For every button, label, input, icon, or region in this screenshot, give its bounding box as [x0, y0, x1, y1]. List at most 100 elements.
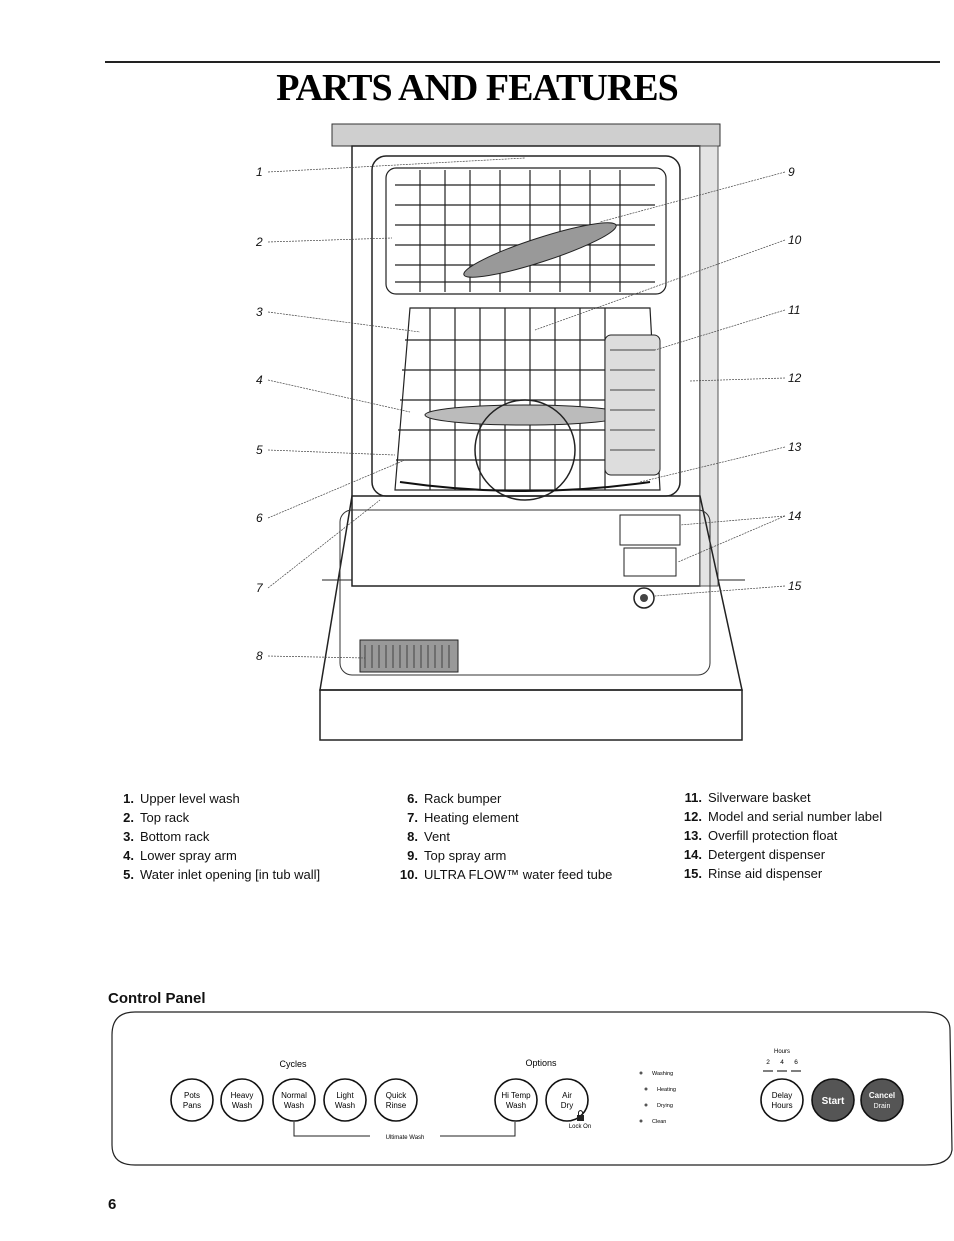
detergent-cup-2 [623, 547, 677, 577]
list-item: 1.Upper level wash [123, 791, 240, 806]
light-wash-button[interactable]: Light Wash [323, 1078, 367, 1122]
callout-12: 12 [788, 371, 802, 385]
svg-text:Normal: Normal [281, 1091, 307, 1100]
options-label: Options [525, 1058, 557, 1068]
heating-element [399, 481, 651, 492]
list-item: 4.Lower spray arm [123, 848, 237, 863]
normal-wash-button[interactable]: Normal Wash [272, 1078, 316, 1122]
vent [359, 639, 459, 673]
svg-text:Quick: Quick [386, 1091, 407, 1100]
silverware-basket [604, 334, 661, 476]
lower-spray-arm [424, 404, 626, 426]
lock-on-label: Lock On [569, 1124, 591, 1130]
callout-10: 10 [788, 233, 802, 247]
cycles-label: Cycles [279, 1059, 307, 1069]
svg-text:Wash: Wash [335, 1101, 355, 1110]
pots-pans-button[interactable]: Pots Pans [170, 1078, 214, 1122]
quick-rinse-button[interactable]: Quick Rinse [374, 1078, 418, 1122]
hours-6: 6 [794, 1059, 798, 1066]
callout-11: 11 [788, 303, 801, 317]
list-item: 6.Rack bumper [407, 791, 502, 806]
svg-text:Hours: Hours [771, 1101, 792, 1110]
top-rack [385, 167, 667, 295]
hours-4: 4 [780, 1059, 784, 1066]
status-drying: Drying [657, 1103, 673, 1109]
countertop-edge [331, 123, 721, 147]
hi-temp-wash-button[interactable]: Hi Temp Wash [494, 1078, 538, 1122]
svg-text:Drain: Drain [874, 1103, 891, 1110]
callout-9: 9 [788, 165, 795, 179]
drying-light-icon [644, 1103, 648, 1107]
heating-light-icon [644, 1087, 648, 1091]
list-item: 9.Top spray arm [407, 848, 507, 863]
callout-6: 6 [256, 511, 263, 525]
parts-list-col-2: 6.Rack bumper 7.Heating element 8.Vent 9… [396, 789, 612, 884]
panel-outline [111, 1011, 953, 1166]
list-item: 5.Water inlet opening [in tub wall] [123, 867, 321, 882]
svg-text:Pans: Pans [183, 1101, 201, 1110]
door-inner [339, 509, 711, 676]
callout-7: 7 [256, 581, 263, 595]
svg-text:Air: Air [562, 1091, 572, 1100]
callout-2: 2 [256, 235, 263, 249]
page-title: PARTS AND FEATURES [276, 67, 679, 109]
ultimate-wash-label: Ultimate Wash [386, 1135, 425, 1141]
top-spray-arm [463, 222, 617, 278]
svg-text:Cancel: Cancel [869, 1091, 895, 1100]
svg-text:Light: Light [336, 1091, 354, 1100]
callout-5: 5 [256, 443, 263, 457]
control-panel: Cycles Options Pots Pans Heavy Wash Norm… [111, 1011, 953, 1166]
svg-text:Rinse: Rinse [386, 1101, 407, 1110]
rinse-aid-cap [633, 587, 655, 609]
status-washing: Washing [652, 1071, 673, 1077]
rinse-aid-center [640, 594, 648, 602]
delay-hours-button[interactable]: Delay Hours [760, 1078, 804, 1122]
svg-text:Hi Temp: Hi Temp [501, 1091, 531, 1100]
svg-text:Heavy: Heavy [231, 1091, 254, 1100]
parts-list-col-1: 1.Upper level wash 2.Top rack 3.Bottom r… [112, 789, 320, 884]
callout-13: 13 [788, 440, 802, 454]
parts-list-col-3: 11.Silverware basket 12.Model and serial… [680, 788, 882, 883]
svg-text:Dry: Dry [561, 1101, 573, 1110]
list-item: 12.Model and serial number label [683, 809, 883, 824]
top-rule [105, 61, 940, 63]
detergent-cup-1 [619, 514, 681, 546]
lock-icon [577, 1110, 584, 1121]
callout-3: 3 [256, 305, 263, 319]
svg-text:Wash: Wash [284, 1101, 304, 1110]
callout-4: 4 [256, 373, 263, 387]
cancel-drain-button[interactable]: Cancel Drain [860, 1078, 904, 1122]
washing-light-icon [639, 1071, 643, 1075]
svg-text:Start: Start [822, 1096, 845, 1107]
ultimate-wash-label-bg [370, 1130, 440, 1142]
start-button[interactable]: Start [811, 1078, 855, 1122]
hours-label: Hours [774, 1049, 790, 1055]
list-item: 10.ULTRA FLOW™ water feed tube [399, 867, 613, 882]
list-item: 11.Silverware basket [684, 790, 811, 805]
side-panel [699, 145, 719, 587]
svg-text:Wash: Wash [232, 1101, 252, 1110]
list-item: 2.Top rack [123, 810, 190, 825]
list-item: 15.Rinse aid dispenser [683, 866, 823, 881]
control-panel-heading: Control Panel [108, 990, 206, 1007]
air-dry-button[interactable]: Air Dry [545, 1078, 589, 1122]
bottom-rack [394, 307, 661, 491]
callout-1: 1 [256, 165, 263, 179]
svg-text:Wash: Wash [506, 1101, 526, 1110]
door-bottom [319, 689, 743, 741]
heavy-wash-button[interactable]: Heavy Wash [220, 1078, 264, 1122]
callout-8: 8 [256, 649, 263, 663]
list-item: 13.Overfill protection float [683, 828, 838, 843]
status-lights: Washing Heating Drying Clean [639, 1071, 676, 1125]
list-item: 8.Vent [407, 829, 451, 844]
dishwasher-diagram [267, 123, 786, 741]
status-clean: Clean [652, 1119, 666, 1125]
hours-2: 2 [766, 1059, 770, 1066]
list-item: 14.Detergent dispenser [683, 847, 826, 862]
page-number: 6 [108, 1196, 117, 1213]
clean-light-icon [639, 1119, 643, 1123]
callout-15: 15 [788, 579, 802, 593]
leader-lines [267, 157, 786, 659]
svg-text:Pots: Pots [184, 1091, 200, 1100]
status-heating: Heating [657, 1087, 676, 1093]
